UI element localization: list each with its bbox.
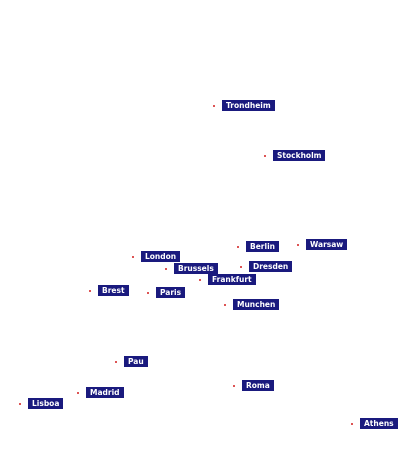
city-label-dresden[interactable]: Dresden (249, 261, 293, 272)
city-dot-icon (19, 402, 21, 405)
city-marker-dresden[interactable]: Dresden (240, 261, 293, 272)
city-marker-brussels[interactable]: Brussels (165, 263, 218, 274)
city-dot-icon (77, 391, 79, 394)
city-dot-icon (147, 291, 149, 294)
city-label-munchen[interactable]: Munchen (233, 299, 280, 310)
city-marker-warsaw[interactable]: Warsaw (297, 239, 348, 250)
city-dot-icon (351, 422, 353, 425)
city-label-madrid[interactable]: Madrid (86, 387, 124, 398)
city-marker-madrid[interactable]: Madrid (77, 387, 124, 398)
city-marker-stockholm[interactable]: Stockholm (264, 150, 326, 161)
city-dot-icon (199, 278, 201, 281)
city-dot-icon (297, 243, 299, 246)
city-label-brussels[interactable]: Brussels (174, 263, 218, 274)
city-label-berlin[interactable]: Berlin (246, 241, 279, 252)
city-marker-brest[interactable]: Brest (89, 285, 129, 296)
city-label-athens[interactable]: Athens (360, 418, 398, 429)
city-marker-paris[interactable]: Paris (147, 287, 186, 298)
city-dot-icon (233, 384, 235, 387)
city-label-pau[interactable]: Pau (124, 356, 148, 367)
city-label-warsaw[interactable]: Warsaw (306, 239, 348, 250)
city-dot-icon (237, 245, 239, 248)
city-label-trondheim[interactable]: Trondheim (222, 100, 275, 111)
city-label-brest[interactable]: Brest (98, 285, 129, 296)
city-marker-roma[interactable]: Roma (233, 380, 274, 391)
city-dot-icon (224, 303, 226, 306)
city-marker-munchen[interactable]: Munchen (224, 299, 280, 310)
city-dot-icon (165, 267, 167, 270)
city-marker-athens[interactable]: Athens (351, 418, 398, 429)
city-marker-london[interactable]: London (132, 251, 181, 262)
city-label-stockholm[interactable]: Stockholm (273, 150, 326, 161)
city-dot-icon (264, 154, 266, 157)
city-dot-icon (115, 360, 117, 363)
city-marker-pau[interactable]: Pau (115, 356, 148, 367)
city-label-lisboa[interactable]: Lisboa (28, 398, 64, 409)
city-dot-icon (240, 265, 242, 268)
city-label-roma[interactable]: Roma (242, 380, 274, 391)
city-marker-lisboa[interactable]: Lisboa (19, 398, 64, 409)
city-dot-icon (132, 255, 134, 258)
city-label-frankfurt[interactable]: Frankfurt (208, 274, 256, 285)
city-label-paris[interactable]: Paris (156, 287, 186, 298)
city-label-london[interactable]: London (141, 251, 181, 262)
city-marker-berlin[interactable]: Berlin (237, 241, 279, 252)
city-marker-frankfurt[interactable]: Frankfurt (199, 274, 256, 285)
city-dot-icon (213, 104, 215, 107)
city-dot-icon (89, 289, 91, 292)
city-marker-trondheim[interactable]: Trondheim (213, 100, 275, 111)
